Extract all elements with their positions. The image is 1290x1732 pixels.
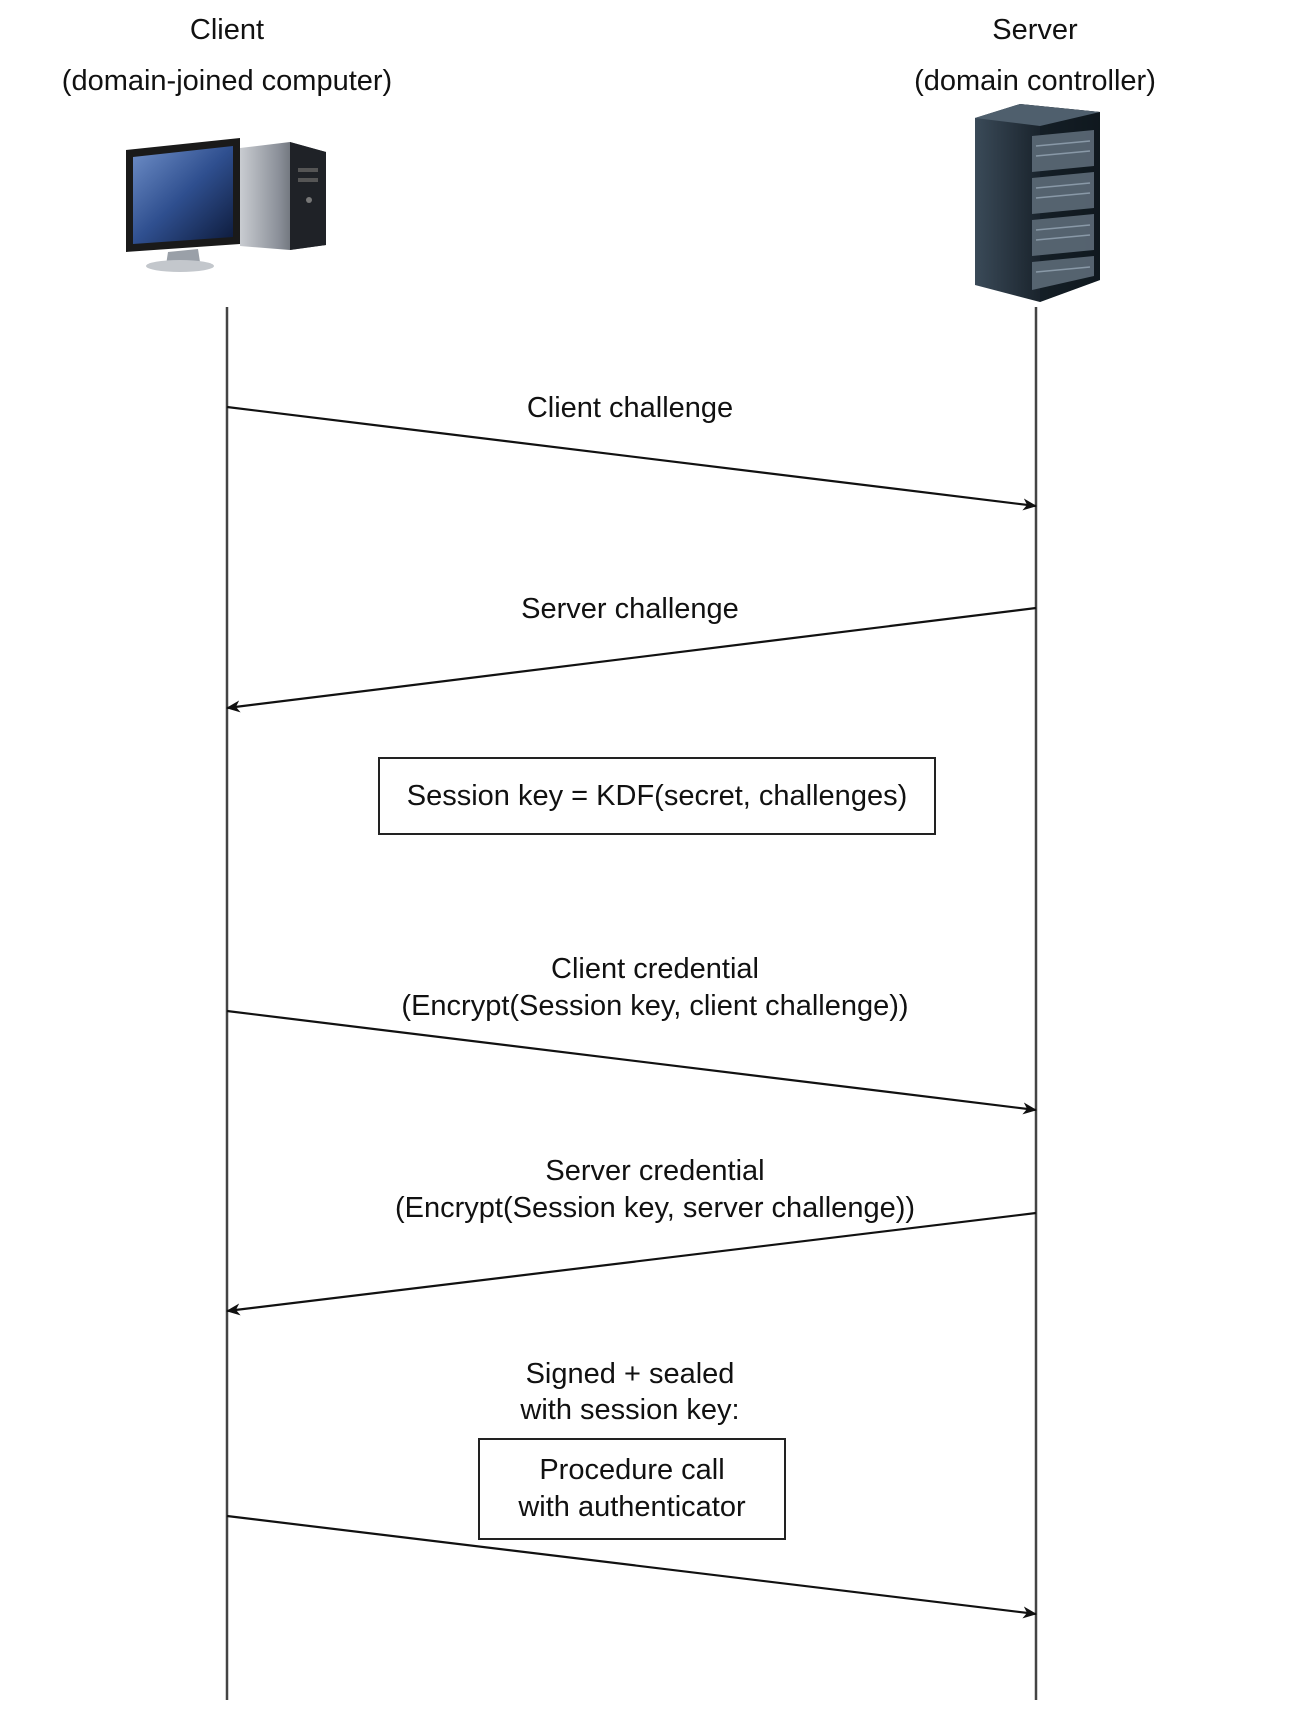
client-credential-label-line1: Client credential bbox=[551, 953, 759, 985]
client-subtitle: (domain-joined computer) bbox=[61, 65, 393, 97]
client-credential-label-line2: (Encrypt(Session key, client challenge)) bbox=[401, 990, 909, 1022]
server-credential-label-line2: (Encrypt(Session key, server challenge)) bbox=[394, 1192, 916, 1224]
client-name: Client bbox=[189, 14, 265, 46]
procedure-call-line2: with authenticator bbox=[518, 1491, 746, 1523]
session-key-note: Session key = KDF(secret, challenges) bbox=[378, 757, 936, 835]
signed-sealed-label-line1: Signed + sealed bbox=[525, 1358, 735, 1390]
server-subtitle: (domain controller) bbox=[914, 65, 1156, 97]
server-credential-arrow bbox=[226, 1211, 1037, 1316]
client-challenge-arrow bbox=[226, 405, 1037, 511]
session-key-text: Session key = KDF(secret, challenges) bbox=[406, 779, 908, 812]
procedure-call-note: Procedure call with authenticator bbox=[478, 1438, 786, 1540]
procedure-call-arrow bbox=[226, 1514, 1037, 1619]
server-rack-icon bbox=[975, 104, 1100, 302]
client-challenge-label: Client challenge bbox=[526, 392, 734, 424]
server-name: Server bbox=[992, 14, 1078, 46]
server-challenge-arrow bbox=[226, 606, 1037, 713]
desktop-computer-icon bbox=[126, 138, 326, 272]
procedure-call-line1: Procedure call bbox=[539, 1454, 725, 1486]
signed-sealed-label-line2: with session key: bbox=[520, 1394, 740, 1426]
server-challenge-label: Server challenge bbox=[521, 593, 739, 625]
client-credential-arrow bbox=[226, 1009, 1037, 1115]
server-credential-label-line1: Server credential bbox=[545, 1155, 765, 1187]
